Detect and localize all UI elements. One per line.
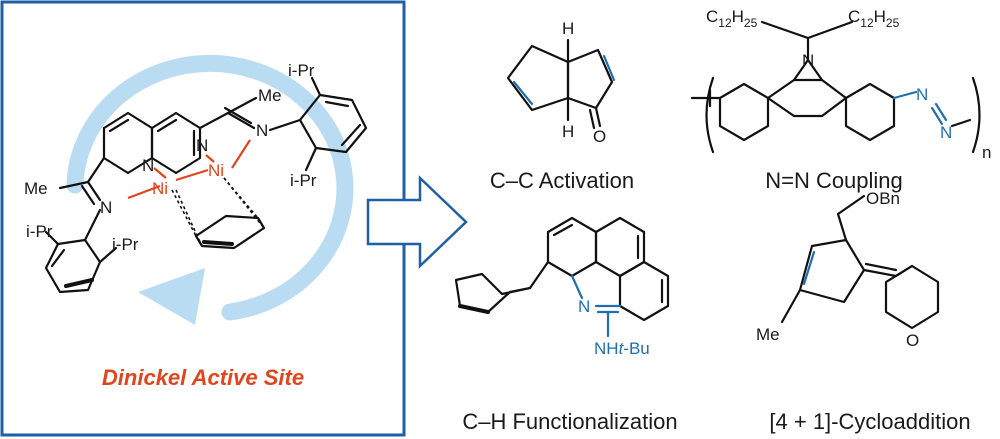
ch-ring-n: N: [578, 297, 590, 316]
cyclo-me: Me: [756, 325, 780, 344]
cc-h-bottom: H: [562, 122, 574, 141]
nn-coupling-product: N N N C12H25 C12H25 n N=N Coupling: [690, 7, 991, 193]
cc-caption: C–C Activation: [490, 168, 634, 193]
ch-functionalization-product: N NHt-Bu C–H Functionalization: [454, 216, 678, 434]
cycle-arrow: [66, 54, 354, 321]
bottom-aryl-ring: [44, 208, 118, 294]
dinickel-atom-labels: Ni Ni N N N N Me Me i-Pr i-Pr i-Pr i-Pr: [24, 61, 317, 254]
nn-c12h25-right: C12H25: [848, 7, 900, 30]
cycle-arrowhead: [138, 268, 205, 325]
ni-upper-label: Ni: [208, 161, 224, 180]
nn-caption: N=N Coupling: [765, 168, 903, 193]
cc-oxygen: O: [593, 127, 606, 146]
ipr-2-label: i-Pr: [290, 171, 317, 190]
nn-azo-n1: N: [916, 85, 928, 104]
ipr-1-label: i-Pr: [288, 61, 315, 80]
n3-label: N: [256, 121, 268, 140]
ni-lower-label: Ni: [152, 179, 168, 198]
n4-label: N: [100, 198, 112, 217]
cyclo-o-ring: O: [906, 331, 919, 350]
naphthyridine-ligand: [58, 96, 258, 206]
n1-label: N: [142, 156, 154, 175]
me-top-label: Me: [258, 86, 282, 105]
nickel-core: [127, 139, 266, 250]
cc-activation-product: H H O C–C Activation: [490, 19, 634, 193]
nn-repeat-n: n: [982, 143, 991, 162]
me-left-label: Me: [24, 179, 48, 198]
transformation-arrow: [366, 175, 468, 269]
nn-c12h25-left: C12H25: [706, 7, 758, 30]
cycloaddition-product: OBn Me O [4 + 1]-Cycloaddition: [756, 189, 971, 434]
nn-carbazole-n: N: [802, 51, 814, 70]
nn-azo-n2: N: [940, 123, 952, 142]
ipr-3-label: i-Pr: [26, 222, 53, 241]
ch-caption: C–H Functionalization: [462, 409, 677, 434]
ch-nhtbu: NHt-Bu: [594, 339, 650, 358]
cc-h-top: H: [562, 19, 574, 38]
panel-title: Dinickel Active Site: [102, 365, 304, 390]
top-aryl-ring: [268, 76, 368, 172]
ipr-4-label: i-Pr: [112, 235, 139, 254]
cyclo-caption: [4 + 1]-Cycloaddition: [769, 409, 970, 434]
cyclo-obn: OBn: [866, 189, 900, 208]
dinickel-panel: Ni Ni N N N N Me Me i-Pr i-Pr i-Pr i-Pr …: [0, 0, 406, 437]
n2-label: N: [196, 136, 208, 155]
